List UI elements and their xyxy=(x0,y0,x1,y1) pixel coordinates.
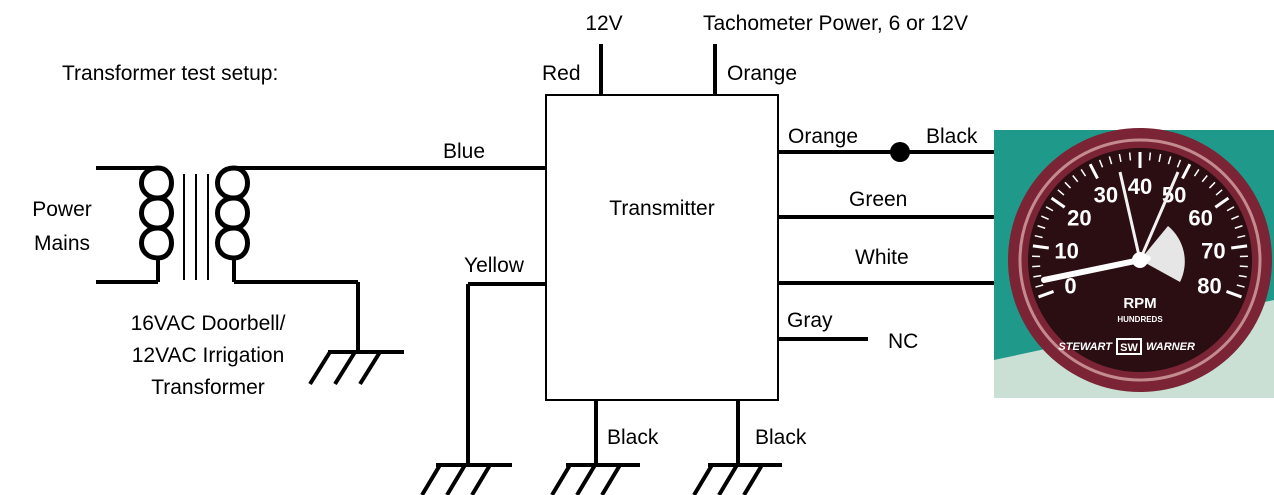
gauge-tick xyxy=(1033,274,1042,278)
gauge-brand-logo-box xyxy=(1116,338,1142,355)
gauge-tick xyxy=(1038,290,1055,299)
gauge-tick xyxy=(1215,189,1223,196)
gauge-tick xyxy=(1234,225,1243,229)
orange-wire-label: Orange xyxy=(788,125,858,148)
gauge-subunit-label: HUNDREDS xyxy=(1117,315,1163,324)
gauge-tick xyxy=(1035,284,1044,288)
gauge-tick xyxy=(1176,159,1182,168)
gauge-tick xyxy=(1148,152,1152,161)
gauge-scale-number: 30 xyxy=(1094,182,1118,207)
gauge-tick xyxy=(1045,206,1054,212)
gauge-tick xyxy=(1208,181,1216,189)
gauge-tick xyxy=(1238,274,1247,278)
gauge-scale-number: 60 xyxy=(1188,206,1212,231)
yellow-wire-label: Yellow xyxy=(464,254,525,277)
gauge-scale-number: 0 xyxy=(1064,273,1076,298)
voltage-12v-label: 12V xyxy=(585,12,622,35)
ground-symbol-transformer xyxy=(308,350,404,386)
gauge-needle-hub xyxy=(1132,252,1148,268)
diagram-title: Transformer test setup: xyxy=(62,62,278,85)
transmitter-box xyxy=(545,94,779,401)
ground-symbol-yellow xyxy=(420,463,512,495)
power-mains-label-line1: Power xyxy=(32,198,92,221)
ground-symbol-black-1 xyxy=(550,463,640,495)
black-wire-2-label: Black xyxy=(755,426,807,449)
green-wire-label: Green xyxy=(849,188,907,211)
gauge-tick xyxy=(1181,163,1192,180)
power-mains-label-line2: Mains xyxy=(34,232,90,255)
gauge-tick xyxy=(1080,169,1087,177)
gauge-tick xyxy=(1231,215,1239,221)
transformer-core xyxy=(183,174,209,280)
gauge-tick xyxy=(1041,215,1049,221)
transformer-secondary-coil xyxy=(215,165,546,352)
gauge-tick xyxy=(1088,163,1099,180)
transformer-label-line2: 12VAC Irrigation xyxy=(132,344,285,367)
gauge-tick xyxy=(1098,159,1104,168)
gauge-scale-number: 10 xyxy=(1054,238,1078,263)
yellow-wire xyxy=(466,282,546,465)
orange-top-wire-label: Orange xyxy=(727,62,797,85)
gauge-tick xyxy=(1231,244,1248,250)
tachometer-power-label: Tachometer Power, 6 or 12V xyxy=(703,12,968,35)
gauge-hub-line-left xyxy=(1118,171,1142,261)
transformer-label-line3: Transformer xyxy=(151,376,265,399)
white-wire-label: White xyxy=(855,246,909,269)
transmitter-label: Transmitter xyxy=(609,197,714,220)
transformer-label-line1: 16VAC Doorbell/ xyxy=(131,312,286,335)
black-wire-1-label: Black xyxy=(607,426,659,449)
gauge-needle xyxy=(1041,255,1151,283)
gauge-hub-line-right xyxy=(1138,171,1180,261)
gauge-tick xyxy=(1236,284,1245,288)
blue-wire-label: Blue xyxy=(443,140,485,163)
gauge-tick xyxy=(1118,153,1122,162)
transformer-primary-coil xyxy=(96,165,174,284)
gauge-scale-number: 40 xyxy=(1128,174,1152,199)
gauge-tick xyxy=(1034,234,1043,239)
gauge-tick xyxy=(1072,175,1079,183)
gauge-tick xyxy=(1057,189,1065,196)
gauge-tick xyxy=(1158,153,1162,162)
gauge-tick xyxy=(1201,175,1208,183)
gauge-tick xyxy=(1032,244,1049,250)
gauge-scale-number: 70 xyxy=(1201,238,1225,263)
gauge-tick xyxy=(1108,156,1113,165)
gauge-tick xyxy=(1064,181,1072,189)
gauge-scale-number: 20 xyxy=(1067,206,1091,231)
gauge-brand-logo: SW xyxy=(1120,342,1138,354)
nc-label: NC xyxy=(888,330,918,353)
gauge-tick xyxy=(1128,152,1132,161)
gauge-brand-left: STEWART xyxy=(1058,341,1113,353)
ground-symbol-black-2 xyxy=(692,463,782,495)
gauge-unit-label: RPM xyxy=(1123,295,1156,312)
gauge-tick xyxy=(1237,234,1246,239)
black-output-wire-label: Black xyxy=(926,125,978,148)
gauge-tick-marks xyxy=(1032,152,1248,299)
red-wire-label: Red xyxy=(542,62,581,85)
gauge-tick xyxy=(1214,196,1230,209)
gauge-tick xyxy=(1193,169,1200,177)
splice-junction-dot xyxy=(890,142,910,162)
gauge-bezel-ring xyxy=(1018,138,1262,382)
gauge-tick xyxy=(1037,225,1046,229)
gauge-tick xyxy=(1167,156,1172,165)
gauge-brand-right: WARNER xyxy=(1146,341,1195,353)
gray-wire-label: Gray xyxy=(787,309,833,332)
gauge-hub-shield xyxy=(1140,226,1185,282)
gauge-tick xyxy=(1225,290,1242,299)
gauge-tick xyxy=(1226,206,1235,212)
gauge-tick xyxy=(1050,196,1066,209)
gauge-scale-number: 80 xyxy=(1197,273,1221,298)
